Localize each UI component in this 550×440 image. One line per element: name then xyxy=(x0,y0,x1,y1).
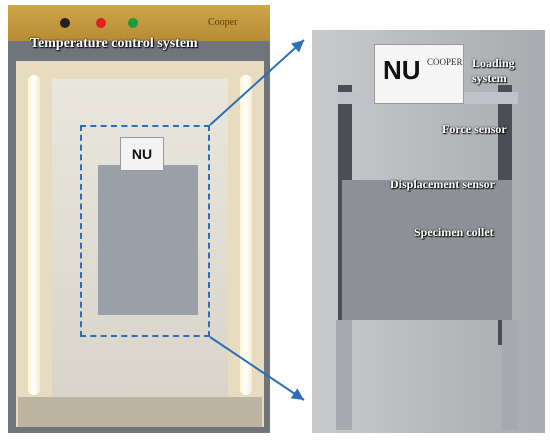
left-light-tube xyxy=(28,75,40,395)
left-frame-leg xyxy=(336,320,352,430)
chamber-floor xyxy=(18,397,262,427)
loading-system-label: Loading system xyxy=(472,56,515,86)
force-sensor-label: Force sensor xyxy=(442,122,507,136)
green-indicator xyxy=(128,18,138,28)
right-frame-leg xyxy=(502,320,518,430)
sensor-assembly xyxy=(342,180,512,320)
loading-line2: system xyxy=(472,71,507,85)
right-light-tube xyxy=(240,75,252,395)
upper-arrow xyxy=(209,39,305,126)
displacement-sensor-label: Displacement sensor xyxy=(390,177,495,191)
control-knob xyxy=(60,18,70,28)
apparatus-closeup-photo: NU COOPER xyxy=(312,30,545,433)
nu-text: NU xyxy=(383,55,421,85)
highlight-dashed-box xyxy=(80,125,210,337)
red-indicator xyxy=(96,18,106,28)
temperature-control-label: Temperature control system xyxy=(30,36,198,51)
test-rig xyxy=(98,165,198,315)
nu-box: NU COOPER xyxy=(374,44,464,104)
lower-arrow xyxy=(209,336,305,401)
control-panel-strip xyxy=(8,5,270,41)
specimen-collet-label: Specimen collet xyxy=(414,225,494,239)
chamber-photo: NU Cooper xyxy=(8,5,270,433)
loading-line1: Loading xyxy=(472,56,515,70)
cabinet-badge: Cooper xyxy=(208,17,238,28)
nu-cube: NU xyxy=(120,137,164,171)
brand-text: COOPER xyxy=(427,57,463,67)
